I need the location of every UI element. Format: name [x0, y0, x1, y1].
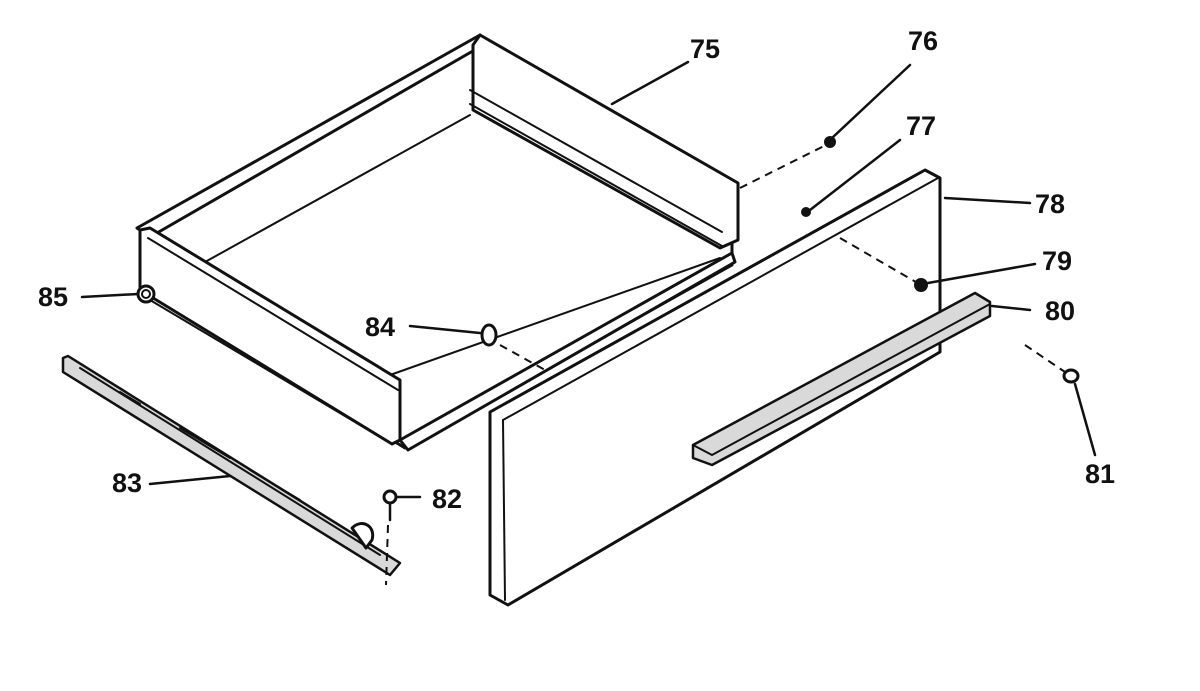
callout-75: 75 — [690, 34, 720, 64]
assembly-dashed-lines — [385, 144, 1066, 586]
callout-82: 82 — [432, 484, 462, 514]
drawer-body-icon — [135, 33, 740, 452]
callout-labels: 75 76 77 78 79 80 81 82 83 84 85 — [38, 26, 1115, 514]
callout-83: 83 — [112, 468, 142, 498]
callout-80: 80 — [1045, 296, 1075, 326]
callout-78: 78 — [1035, 189, 1065, 219]
callout-76: 76 — [908, 26, 938, 56]
leader-lines — [80, 60, 1097, 499]
callout-85: 85 — [38, 282, 68, 312]
callout-79: 79 — [1042, 246, 1072, 276]
callout-77: 77 — [906, 111, 936, 141]
drawer-handle-icon — [691, 291, 992, 467]
drawer-front-panel-icon — [488, 168, 942, 607]
callout-84: 84 — [365, 312, 395, 342]
drawer-glide-rail-icon — [61, 354, 402, 577]
callout-81: 81 — [1085, 459, 1115, 489]
screw-icon — [136, 136, 1080, 522]
